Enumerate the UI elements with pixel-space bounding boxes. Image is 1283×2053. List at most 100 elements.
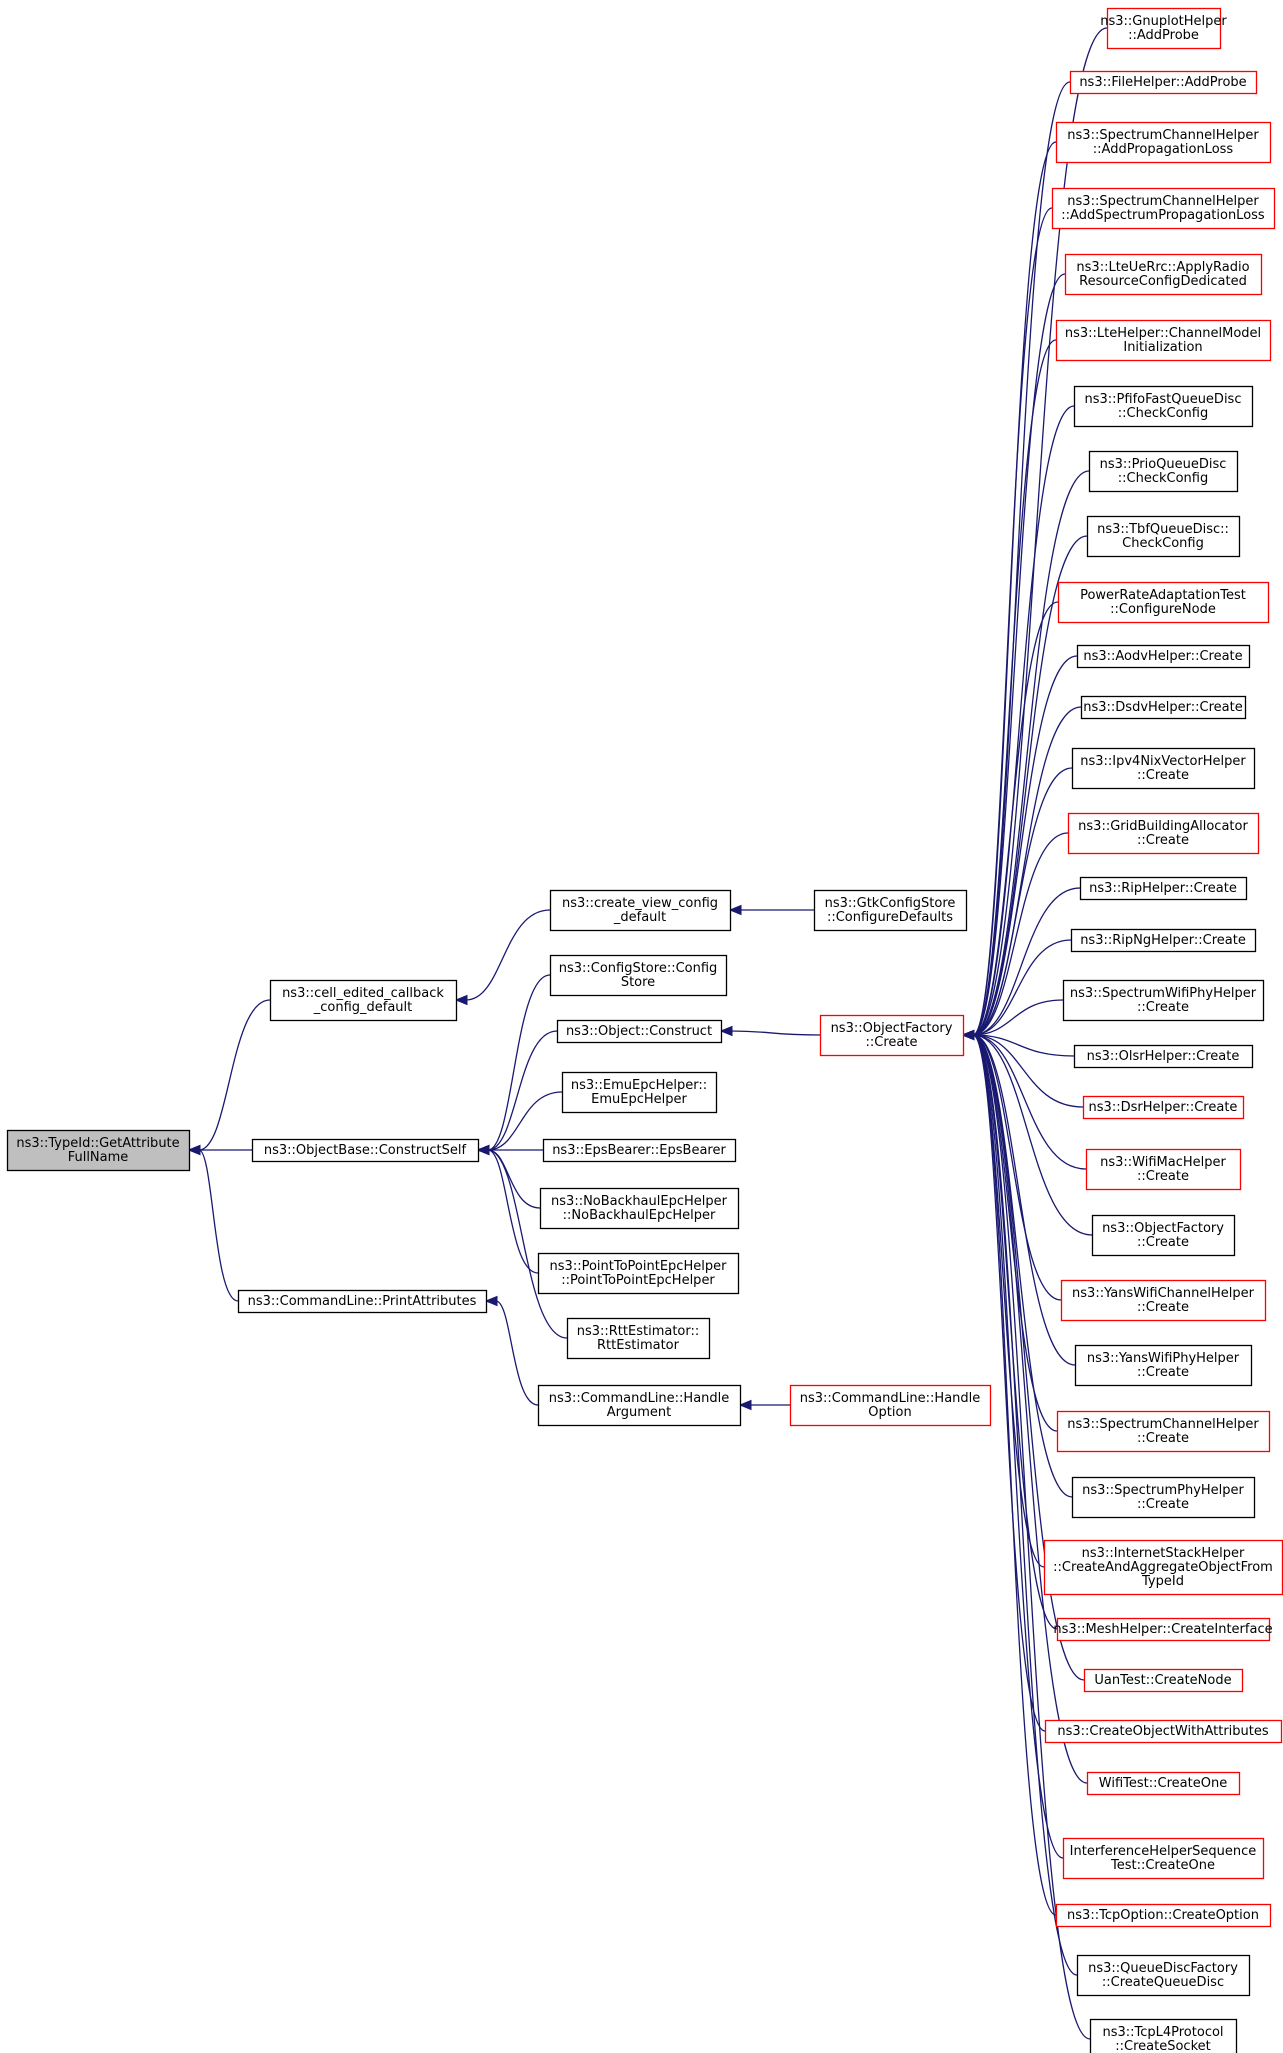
node-box [1070, 928, 1257, 953]
node-r6[interactable]: ns3::PfifoFastQueueDisc::CheckConfig [1073, 385, 1254, 428]
node-constructSelf[interactable]: ns3::ObjectBase::ConstructSelf [251, 1138, 480, 1163]
node-r22[interactable]: ns3::YansWifiPhyHelper::Create [1074, 1344, 1253, 1387]
node-r26[interactable]: ns3::MeshHelper::CreateInterface [1053, 1617, 1273, 1642]
node-box [1082, 1095, 1245, 1120]
node-r23[interactable]: ns3::SpectrumChannelHelper::Create [1056, 1410, 1271, 1453]
node-label-line: ns3::ObjectBase::ConstructSelf [264, 1143, 467, 1158]
node-printAttributes[interactable]: ns3::CommandLine::PrintAttributes [237, 1289, 488, 1314]
node-label-line: ns3::SpectrumPhyHelper [1082, 1483, 1244, 1498]
edge-r15-to-objFactoryCreate [972, 939, 1072, 1036]
node-label-line: Store [621, 975, 655, 990]
node-label-line: ::ConfigureDefaults [827, 910, 953, 925]
node-label-line: ns3::YansWifiPhyHelper [1087, 1351, 1240, 1366]
node-objFactoryCreate[interactable]: ns3::ObjectFactory::Create [819, 1014, 965, 1057]
node-r21[interactable]: ns3::YansWifiChannelHelper::Create [1060, 1279, 1267, 1322]
node-r13[interactable]: ns3::GridBuildingAllocator::Create [1067, 812, 1260, 855]
node-r2[interactable]: ns3::SpectrumChannelHelper::AddPropagati… [1055, 121, 1272, 164]
node-label-line: ns3::cell_edited_callback [282, 986, 444, 1001]
node-r29[interactable]: WifiTest::CreateOne [1086, 1771, 1241, 1796]
node-r28[interactable]: ns3::CreateObjectWithAttributes [1044, 1719, 1283, 1744]
arrowhead-cellEdited [454, 994, 468, 1006]
node-r15[interactable]: ns3::RipNgHelper::Create [1070, 928, 1257, 953]
node-r27[interactable]: UanTest::CreateNode [1083, 1668, 1244, 1693]
node-label-line: ns3::TypeId::GetAttribute [16, 1136, 179, 1151]
node-label-line: Initialization [1123, 340, 1202, 355]
node-r20[interactable]: ns3::ObjectFactory::Create [1091, 1214, 1236, 1257]
node-r5[interactable]: ns3::LteHelper::ChannelModelInitializati… [1055, 319, 1272, 362]
node-r18[interactable]: ns3::DsrHelper::Create [1082, 1095, 1245, 1120]
node-emuEpc[interactable]: ns3::EmuEpcHelper::EmuEpcHelper [561, 1071, 718, 1114]
node-r24[interactable]: ns3::SpectrumPhyHelper::Create [1071, 1476, 1256, 1519]
arrowhead-printAttributes [484, 1295, 498, 1307]
edge-emuEpc-to-constructSelf [487, 1091, 563, 1151]
node-label-line: ns3::DsdvHelper::Create [1083, 700, 1242, 715]
node-box [566, 1317, 711, 1360]
edge-r12-to-objFactoryCreate [972, 767, 1073, 1036]
edge-r5-to-objFactoryCreate [972, 339, 1057, 1036]
node-label-line: ns3::FileHelper::AddProbe [1079, 75, 1246, 90]
node-createView[interactable]: ns3::create_view_config_default [549, 889, 732, 932]
node-label-line: EmuEpcHelper [591, 1092, 687, 1107]
node-box [6, 1129, 191, 1172]
node-r30[interactable]: InterferenceHelperSequenceTest::CreateOn… [1062, 1837, 1265, 1880]
edge-createView-to-cellEdited [465, 909, 551, 1001]
edge-r4-to-objFactoryCreate [972, 273, 1066, 1036]
node-gtkConfig[interactable]: ns3::GtkConfigStore::ConfigureDefaults [813, 889, 968, 932]
node-box [1055, 121, 1272, 164]
node-r7[interactable]: ns3::PrioQueueDisc::CheckConfig [1088, 450, 1239, 493]
node-label-line: ns3::CreateObjectWithAttributes [1057, 1724, 1268, 1739]
node-r31[interactable]: ns3::TcpOption::CreateOption [1055, 1903, 1272, 1928]
node-box [1056, 1617, 1271, 1642]
node-box [1085, 1148, 1242, 1191]
node-label-line: ns3::SpectrumWifiPhyHelper [1070, 986, 1257, 1001]
node-label-line: ::AddPropagationLoss [1093, 142, 1234, 157]
node-box [1056, 1410, 1271, 1453]
node-r14[interactable]: ns3::RipHelper::Create [1079, 876, 1248, 901]
node-label-line: ns3::create_view_config [562, 896, 718, 911]
node-box [537, 1384, 742, 1427]
node-objConstruct[interactable]: ns3::Object::Construct [556, 1019, 723, 1044]
edge-r32-to-objFactoryCreate [972, 1034, 1078, 1976]
node-r12[interactable]: ns3::Ipv4NixVectorHelper::Create [1071, 747, 1256, 790]
node-label-line: UanTest::CreateNode [1094, 1673, 1231, 1688]
node-r9[interactable]: PowerRateAdaptationTest::ConfigureNode [1057, 581, 1270, 624]
node-epsBearer[interactable]: ns3::EpsBearer::EpsBearer [542, 1138, 737, 1163]
edge-objConstruct-to-constructSelf [487, 1030, 558, 1151]
node-r17[interactable]: ns3::OlsrHelper::Create [1073, 1044, 1254, 1069]
node-box [561, 1071, 718, 1114]
node-r10[interactable]: ns3::AodvHelper::Create [1076, 644, 1251, 669]
node-noBackhaul[interactable]: ns3::NoBackhaulEpcHelper::NoBackhaulEpcH… [539, 1187, 740, 1230]
node-label-line: ::AddSpectrumPropagationLoss [1061, 208, 1265, 223]
edge-r19-to-objFactoryCreate [972, 1034, 1087, 1170]
node-label-line: ns3::Ipv4NixVectorHelper [1080, 754, 1246, 769]
node-label-line: ns3::MeshHelper::CreateInterface [1053, 1622, 1272, 1637]
node-r8[interactable]: ns3::TbfQueueDisc::CheckConfig [1086, 515, 1241, 558]
node-configStore[interactable]: ns3::ConfigStore::ConfigStore [549, 954, 728, 997]
node-p2pEpc[interactable]: ns3::PointToPointEpcHelper::PointToPoint… [537, 1252, 740, 1295]
node-r1[interactable]: ns3::FileHelper::AddProbe [1069, 70, 1258, 95]
node-box [1086, 515, 1241, 558]
node-r33[interactable]: ns3::TcpL4Protocol::CreateSocket [1089, 2018, 1238, 2053]
node-r11[interactable]: ns3::DsdvHelper::Create [1080, 695, 1247, 720]
node-label-line: _default [613, 910, 666, 925]
node-r3[interactable]: ns3::SpectrumChannelHelper::AddSpectrumP… [1051, 187, 1276, 230]
node-r32[interactable]: ns3::QueueDiscFactory::CreateQueueDisc [1076, 1954, 1251, 1997]
edges-layer [187, 27, 1108, 2040]
node-box [1089, 2018, 1238, 2053]
node-cellEdited[interactable]: ns3::cell_edited_callback_config_default [269, 979, 458, 1022]
node-box [1055, 319, 1272, 362]
arrowhead-root [187, 1144, 201, 1156]
edge-r18-to-objFactoryCreate [972, 1034, 1084, 1108]
node-box [1055, 1903, 1272, 1928]
node-label-line: ns3::InternetStackHelper [1082, 1546, 1245, 1561]
node-box [1080, 695, 1247, 720]
nodes-layer: ns3::TypeId::GetAttributeFullNamens3::ce… [6, 7, 1283, 2053]
node-r16[interactable]: ns3::SpectrumWifiPhyHelper::Create [1062, 979, 1265, 1022]
node-rtt[interactable]: ns3::RttEstimator::RttEstimator [566, 1317, 711, 1360]
node-r19[interactable]: ns3::WifiMacHelper::Create [1085, 1148, 1242, 1191]
node-r25[interactable]: ns3::InternetStackHelper::CreateAndAggre… [1043, 1539, 1283, 1596]
node-r4[interactable]: ns3::LteUeRrc::ApplyRadioResourceConfigD… [1064, 253, 1263, 296]
node-r0[interactable]: ns3::GnuplotHelper::AddProbe [1100, 7, 1227, 50]
